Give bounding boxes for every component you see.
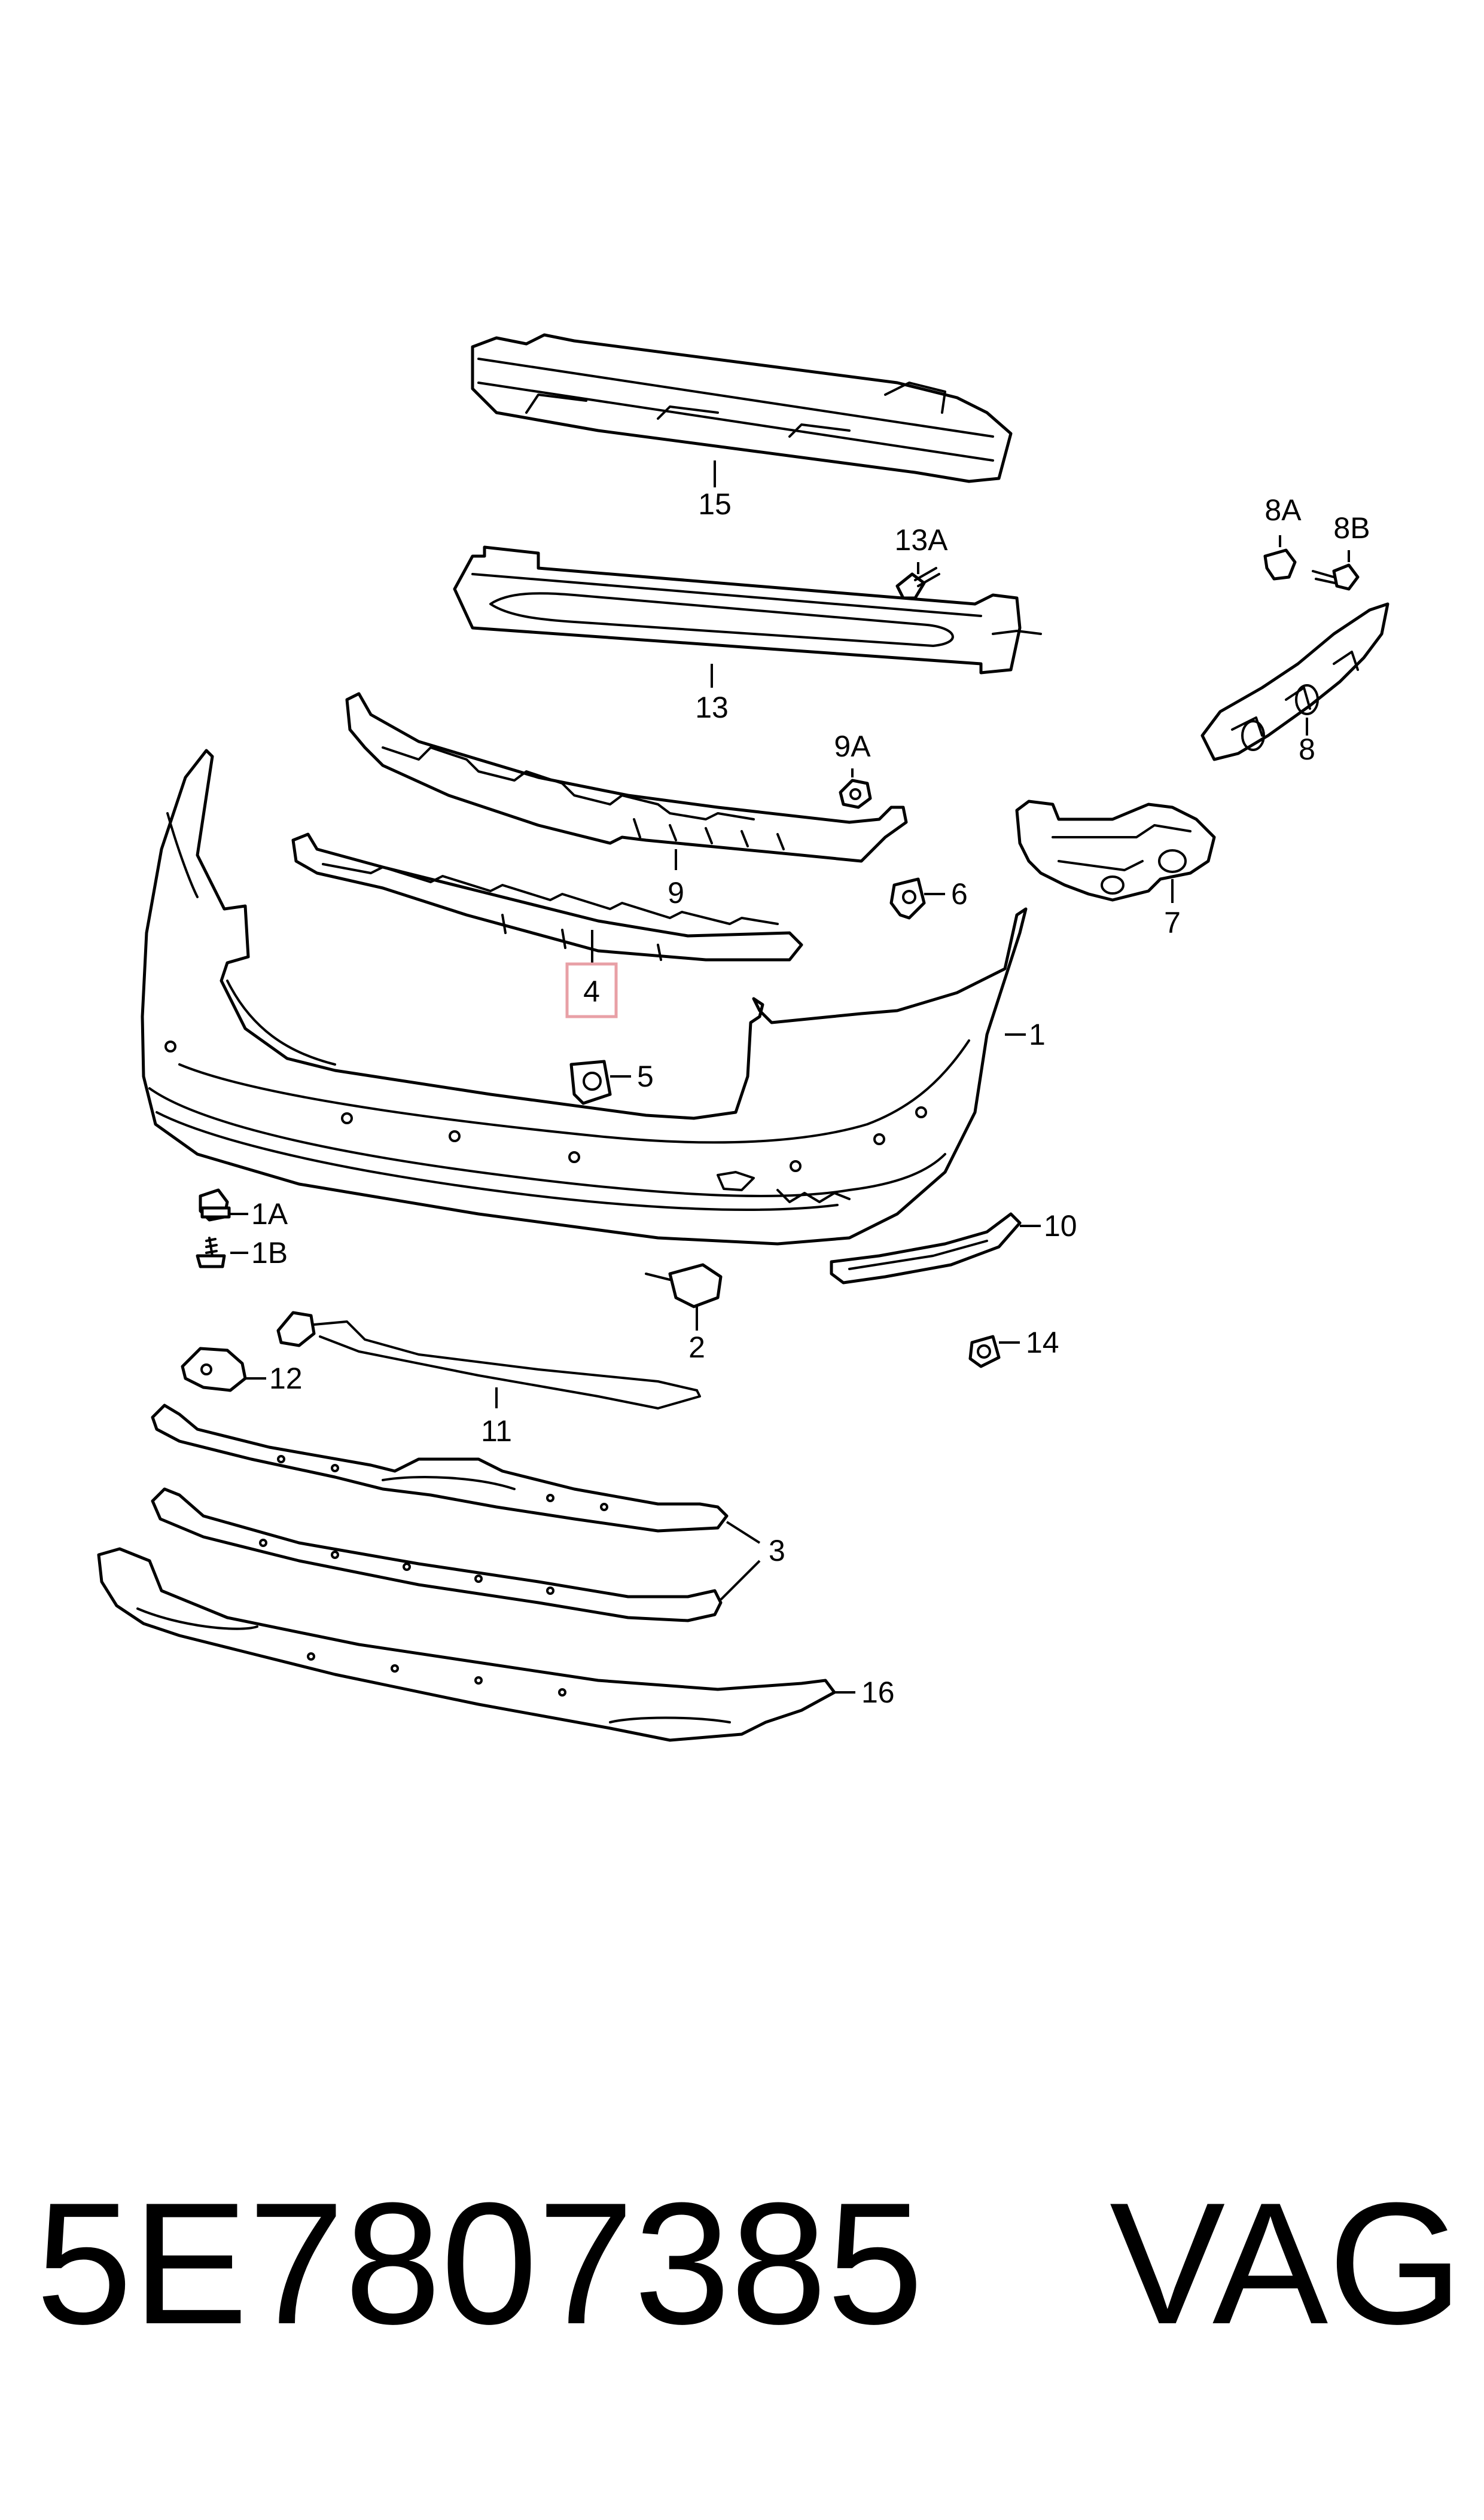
- callout-16: 16: [834, 1676, 895, 1709]
- callout-7-label: 7: [1164, 906, 1181, 939]
- callout-13A: 13A: [895, 523, 949, 574]
- part-7-side-guide: [1015, 800, 1216, 902]
- callout-2: 2: [688, 1307, 705, 1364]
- callout-9-label: 9: [668, 876, 684, 910]
- callout-8A-label: 8A: [1264, 493, 1302, 527]
- callout-12: 12: [245, 1362, 303, 1395]
- callout-11-label: 11: [481, 1414, 512, 1448]
- callout-8B: 8B: [1333, 511, 1370, 562]
- callout-5-label: 5: [637, 1060, 654, 1093]
- callout-10-label: 10: [1044, 1209, 1077, 1243]
- callout-8: 8: [1299, 718, 1315, 766]
- callout-4-highlighted: 4: [565, 930, 618, 1018]
- part-9A-nut: [839, 779, 872, 809]
- part-9-upper-mounting-bracket: [345, 692, 908, 863]
- callout-9: 9: [668, 849, 684, 910]
- part-1B-screw: [196, 1237, 226, 1268]
- part-8-side-bracket: [1200, 602, 1389, 761]
- part-15-impact-absorber: [471, 333, 1013, 483]
- highlight-box: [565, 962, 618, 1018]
- callout-13: 13: [695, 664, 729, 724]
- part-4-lower-guide: [291, 832, 803, 962]
- part-8A-clip: [1263, 548, 1297, 581]
- part-5-clip: [569, 1060, 612, 1105]
- callout-11: 11: [481, 1387, 512, 1448]
- callout-8A: 8A: [1264, 493, 1302, 547]
- callout-3-label: 3: [769, 1534, 785, 1567]
- callout-1B: 1B: [230, 1236, 288, 1270]
- callout-1B-label: 1B: [251, 1236, 288, 1270]
- callout-2-label: 2: [688, 1331, 705, 1364]
- part-10-trim-strip: [830, 1212, 1022, 1285]
- callout-4-label: 4: [583, 975, 600, 1008]
- part-8B-screw: [1312, 563, 1360, 591]
- callout-5: 5: [610, 1060, 654, 1093]
- part-11-wiring-harness: [276, 1311, 701, 1410]
- part-13A-bolt: [895, 567, 940, 600]
- callout-6: 6: [924, 877, 968, 911]
- part-number: 5E7807385: [36, 2167, 924, 2360]
- callout-7: 7: [1164, 879, 1181, 939]
- callout-3: 3: [720, 1521, 785, 1601]
- callout-6-label: 6: [951, 877, 968, 911]
- part-16-diffuser: [97, 1547, 836, 1742]
- callout-9A: 9A: [834, 730, 871, 777]
- callout-8-label: 8: [1299, 733, 1315, 766]
- callout-15-label: 15: [698, 487, 732, 521]
- part-1-bumper-cover: [141, 749, 1028, 1246]
- callout-1: 1: [1005, 1018, 1046, 1051]
- part-14-clip: [968, 1335, 1001, 1368]
- callout-14: 14: [999, 1326, 1059, 1359]
- callout-10: 10: [1020, 1209, 1077, 1243]
- part-3-lower-trim-lower: [151, 1487, 723, 1622]
- part-13-reinforcement-bar: [453, 545, 1042, 675]
- callout-13-label: 13: [695, 691, 729, 724]
- callout-1-label: 1: [1029, 1018, 1046, 1051]
- part-2-tow-eye-cover: [645, 1263, 723, 1308]
- brand-label: VAG: [1110, 2167, 1463, 2360]
- part-1A-rivet: [199, 1188, 231, 1222]
- callout-16-label: 16: [861, 1676, 895, 1709]
- callout-14-label: 14: [1026, 1326, 1059, 1359]
- callout-12-label: 12: [269, 1362, 303, 1395]
- callout-1A: 1A: [230, 1197, 288, 1231]
- callout-9A-label: 9A: [834, 730, 871, 763]
- part-12-bracket: [181, 1347, 247, 1392]
- callout-8B-label: 8B: [1333, 511, 1370, 545]
- part-3-lower-trim-upper: [151, 1404, 729, 1533]
- part-6-clip: [889, 877, 926, 920]
- callout-15: 15: [698, 460, 732, 521]
- callout-13A-label: 13A: [895, 523, 949, 557]
- callout-1A-label: 1A: [251, 1197, 288, 1231]
